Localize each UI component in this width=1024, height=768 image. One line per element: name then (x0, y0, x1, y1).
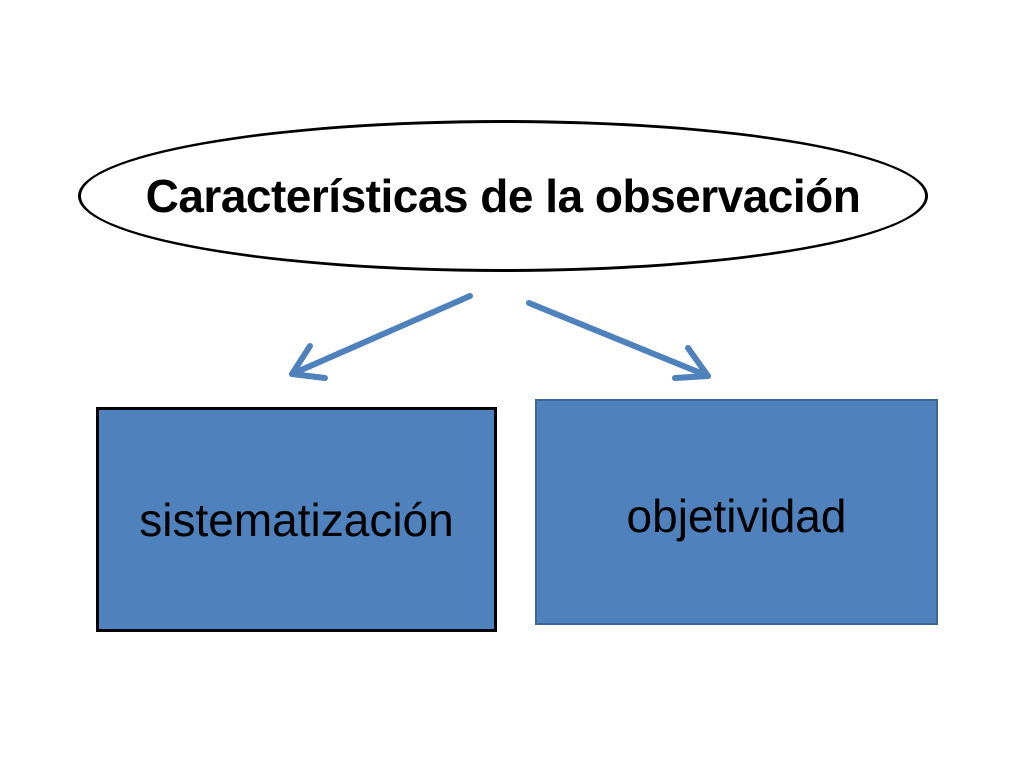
box-label-left: sistematización (139, 493, 454, 546)
title-ellipse: Características de la observación (78, 120, 928, 272)
box-objetividad: objetividad (535, 399, 938, 625)
diagram-title: Características de la observación (145, 170, 861, 222)
arrow-left (289, 293, 473, 381)
box-sistematizacion: sistematización (96, 407, 497, 632)
arrow-right (526, 300, 711, 381)
box-label-right: objetividad (626, 490, 847, 542)
